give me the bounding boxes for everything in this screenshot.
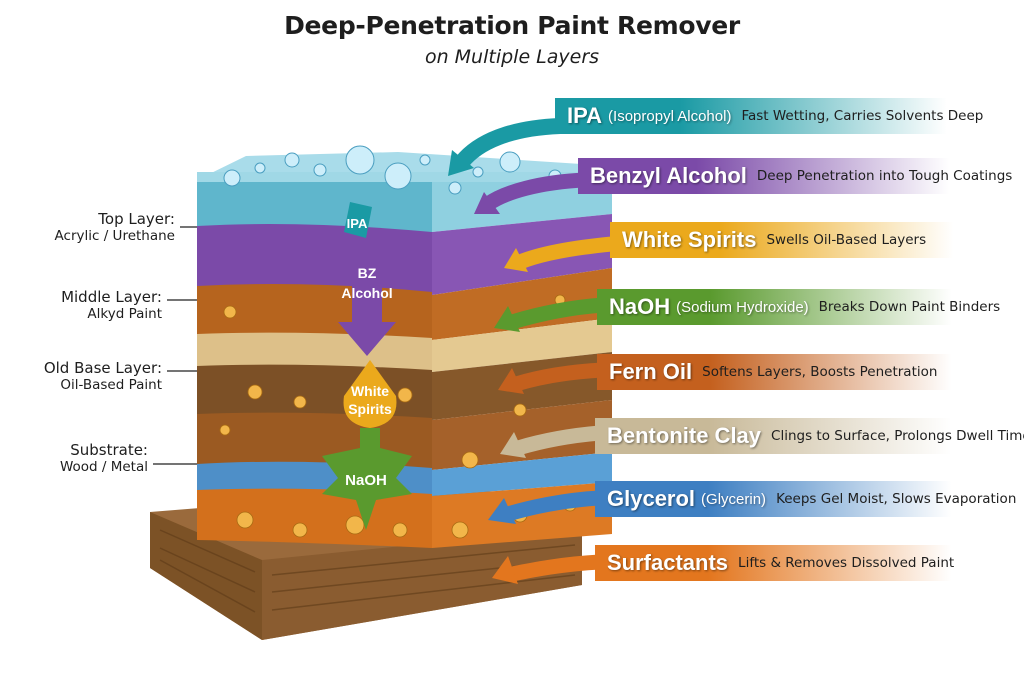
cream-layer-side (432, 318, 612, 372)
fern-oil-arrow-head (498, 368, 524, 394)
layer-desc: Oil-Based Paint (60, 377, 162, 393)
naoh-arrow (509, 297, 604, 330)
top-coat-front (197, 180, 432, 232)
ingredient-name: IPA (567, 103, 603, 128)
callout-ipa: IPA (347, 216, 368, 231)
ingredient-name: Benzyl Alcohol (590, 163, 747, 188)
base-layer-side (432, 400, 612, 470)
ingredient-description: Breaks Down Paint Binders (818, 299, 1001, 315)
callout-spirits: Spirits (348, 401, 392, 417)
ingredient-subname: (Sodium Hydroxide) (676, 298, 809, 316)
diagram-subtitle: on Multiple Layers (424, 46, 600, 68)
acrylic-layer-front (197, 224, 432, 295)
fern-oil-arrow (513, 362, 604, 392)
layer-desc: Wood / Metal (59, 459, 148, 475)
callout-white: White (351, 383, 389, 399)
ingredient-banner: NaOH (Sodium Hydroxide) Breaks Down Paint … (597, 289, 1000, 325)
bentonite-arrow-head (500, 432, 526, 458)
wood-grain (159, 529, 576, 613)
layer-desc: Alkyd Paint (87, 306, 162, 322)
white-spirits-arrow-head (504, 248, 528, 272)
callout-bz-alcohol: Alcohol (341, 285, 392, 301)
glycerol-arrow (505, 490, 601, 522)
leader-lines (153, 226, 197, 465)
ingredient-banner: Surfactants Lifts & Removes Dissolved Pai… (595, 545, 1000, 581)
ingredient-description: Fast Wetting, Carries Solvents Deep (741, 108, 984, 124)
ipa-arrow (455, 118, 561, 168)
naoh-arrow-tip (356, 500, 376, 530)
ingredient-description: Lifts & Removes Dissolved Paint (738, 555, 955, 571)
layer-label-top: Top Layer: Acrylic / Urethane (55, 210, 175, 244)
callout-bz: BZ (358, 265, 377, 281)
ingredient-banner: IPA (Isopropyl Alcohol) Fast Wetting, Carr… (555, 98, 1000, 134)
wood-board-side (262, 528, 582, 640)
layer-label-substrate: Substrate: Wood / Metal (60, 441, 148, 475)
oil-layer-front (197, 364, 432, 420)
naoh-arrow-head (494, 306, 520, 332)
glycerol-arrow-head (488, 498, 516, 524)
layer-name: Middle Layer: (61, 288, 162, 306)
ingredient-description: Swells Oil-Based Layers (766, 232, 927, 248)
bentonite-arrow (515, 425, 601, 456)
benzyl-arrow-head (474, 192, 500, 214)
ipa-badge (344, 202, 372, 238)
layer-name: Top Layer: (98, 210, 175, 228)
wood-board-front (150, 512, 262, 640)
ingredient-name: Surfactants (607, 550, 729, 575)
ingredient-banner: White Spirits Swells Oil-Based Layers (610, 222, 1000, 258)
ingredient-subname: (Glycerin) (701, 490, 767, 508)
ingredient-name: Glycerol (607, 486, 696, 511)
ingredient-description: Softens Layers, Boosts Penetration (702, 364, 938, 380)
top-coat-side (432, 180, 612, 232)
layer-name: Old Base Layer: (43, 359, 162, 377)
ingredient-subname: (Isopropyl Alcohol) (608, 107, 732, 125)
ingredient-banner: Glycerol (Glycerin) Keeps Gel Moist, Slows… (595, 481, 1016, 517)
ipa-arrow-head (448, 150, 474, 176)
layer-label-base: Old Base Layer: Oil-Based Paint (44, 359, 162, 393)
layer-desc: Acrylic / Urethane (54, 228, 175, 244)
penetration-column: IPA BZ Alcohol White Spirits NaOH (322, 202, 412, 530)
ingredient-description: Clings to Surface, Prolongs Dwell Time (771, 428, 1024, 444)
alkyd-layer-side (432, 268, 612, 340)
surfactants-arrow (510, 554, 601, 582)
ingredient-name: Bentonite Clay (607, 423, 762, 448)
ingredient-banner: Bentonite Clay Clings to Surface, Prolong… (595, 418, 1024, 454)
substrate-layer-front (197, 488, 432, 548)
ingredient-banner: Fern Oil Softens Layers, Boosts Penetrati… (597, 354, 1000, 390)
layer-name: Substrate: (70, 441, 148, 459)
ingredient-arrows (448, 118, 613, 584)
layer-label-middle: Middle Layer: Alkyd Paint (61, 288, 162, 322)
benzyl-arrow (483, 172, 586, 211)
ingredient-name: Fern Oil (609, 359, 693, 384)
white-spirits-arrow (517, 236, 613, 270)
ingredient-description: Deep Penetration into Tough Coatings (756, 168, 1013, 184)
glycerol-layer-side (432, 452, 612, 496)
ingredient-banner: Benzyl Alcohol Deep Penetration into Toug… (578, 158, 1012, 194)
ingredient-name: White Spirits (622, 227, 757, 252)
callout-naoh: NaOH (345, 472, 387, 489)
ingredient-name: NaOH (609, 294, 671, 319)
white-spirits-drop (343, 360, 397, 428)
naoh-leaf (322, 428, 412, 518)
bz-arrow (338, 250, 396, 356)
diagram-title: Deep-Penetration Paint Remover (284, 11, 740, 40)
surfactants-arrow-head (492, 556, 518, 584)
ingredient-description: Keeps Gel Moist, Slows Evaporation (776, 491, 1017, 507)
